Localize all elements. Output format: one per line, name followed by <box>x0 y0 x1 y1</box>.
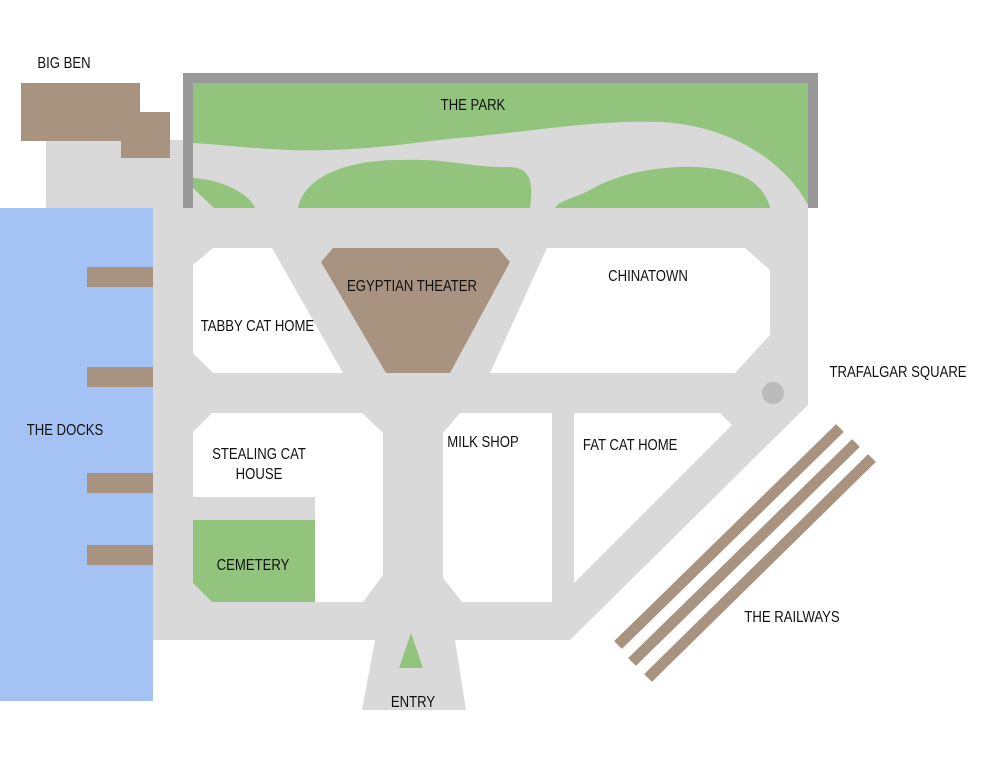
pier <box>87 367 153 387</box>
stealing-cat-house-label-line1: STEALING CAT <box>212 446 306 463</box>
tabby-cat-home-block[interactable] <box>193 248 343 373</box>
tabby-cat-home-label: TABBY CAT HOME <box>200 318 315 335</box>
pier <box>87 545 153 565</box>
egyptian-theater-label: EGYPTIAN THEATER <box>346 278 477 295</box>
park-label: THE PARK <box>440 97 506 114</box>
pier <box>87 473 153 493</box>
docks-piers <box>87 267 153 565</box>
park-lawn-1 <box>193 178 255 208</box>
big-ben-label: BIG BEN <box>37 55 91 72</box>
rail-track <box>628 439 860 666</box>
big-ben-building[interactable] <box>21 83 170 158</box>
stealing-cat-house-block[interactable] <box>193 413 383 602</box>
fat-cat-home-label: FAT CAT HOME <box>582 437 678 454</box>
trafalgar-monument[interactable] <box>762 382 784 404</box>
pier <box>87 267 153 287</box>
cemetery-block[interactable] <box>193 520 315 602</box>
entry-marker[interactable] <box>399 633 423 668</box>
park-lawn-3 <box>555 166 770 208</box>
railways-label: THE RAILWAYS <box>744 609 840 626</box>
park-lawn-2 <box>298 159 532 208</box>
milk-shop-block[interactable] <box>443 413 552 602</box>
fat-cat-home-block[interactable] <box>574 413 732 583</box>
docks-label: THE DOCKS <box>26 422 104 439</box>
rail-track <box>644 454 876 682</box>
rail-track <box>614 424 844 649</box>
egyptian-theater-building[interactable] <box>321 248 510 373</box>
entry-label: ENTRY <box>390 694 436 711</box>
cemetery-label: CEMETERY <box>216 557 290 574</box>
chinatown-label: CHINATOWN <box>608 268 688 285</box>
stealing-cat-house-label-line2: HOUSE <box>235 466 283 483</box>
railways[interactable] <box>614 424 876 682</box>
milk-shop-label: MILK SHOP <box>447 434 519 451</box>
trafalgar-square-label: TRAFALGAR SQUARE <box>829 364 967 381</box>
chinatown-block[interactable] <box>490 248 770 373</box>
docks-water[interactable] <box>0 208 153 701</box>
